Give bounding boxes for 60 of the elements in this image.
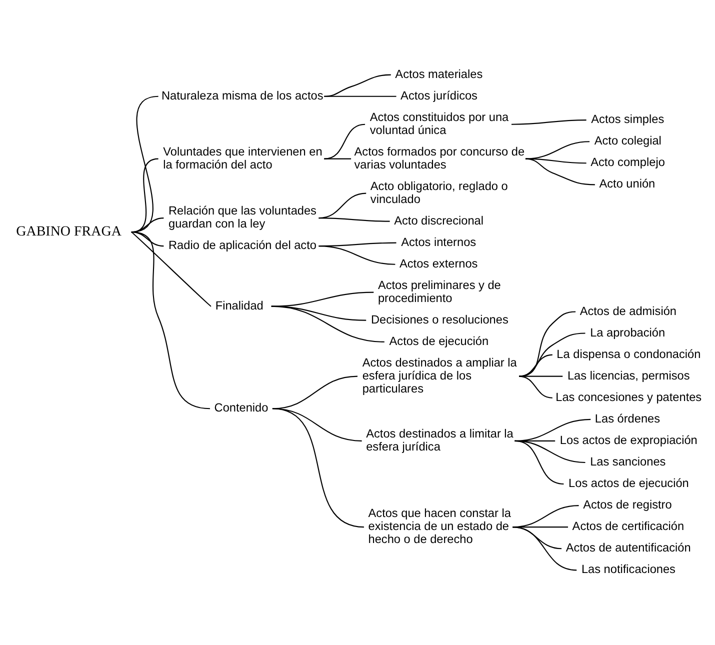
connector [131, 232, 164, 247]
connector [525, 158, 595, 186]
connector [518, 376, 552, 398]
node-text: Acto discrecional [394, 213, 484, 228]
connector [518, 354, 552, 377]
node-text: GABINO FRAGA [16, 224, 122, 240]
node-text: Acto unión [599, 176, 656, 191]
connector [324, 96, 396, 97]
node-text: Las licencias, permisos [567, 368, 690, 382]
connector [511, 120, 586, 125]
node-text: Las sanciones [590, 454, 666, 468]
connector [525, 141, 590, 160]
connector [318, 218, 390, 222]
node-text: Los actos de expropiación [560, 432, 698, 447]
connector [518, 332, 586, 377]
node-text: Las concesiones y patentes [556, 390, 702, 404]
node-text: Actos de certificación [572, 519, 684, 534]
node-text: Decisiones o resoluciones [370, 312, 508, 326]
node-text: Actos materiales [395, 66, 483, 81]
connector [318, 246, 396, 265]
node-text: Actos de ejecución [389, 334, 489, 348]
node-text: Actos preliminares y de procedimiento [378, 278, 501, 305]
node-text: Voluntades que intervienen en la formación del acto [163, 144, 322, 172]
node-text: La dispensa o condonación [556, 346, 701, 361]
node-text: Radio de aplicación del acto [168, 238, 316, 252]
connector [131, 232, 210, 410]
connector [324, 124, 366, 160]
connector [514, 440, 564, 485]
node-text: Los actos de ejecución [568, 476, 689, 490]
node-text: Las notificaciones [581, 562, 676, 576]
node-text: Actos de registro [583, 498, 672, 512]
node-text: Actos internos [401, 234, 476, 249]
connector [518, 311, 576, 377]
node-text: Actos constituidos por una voluntad única [370, 110, 509, 137]
node-text: Las órdenes [594, 411, 660, 426]
node-text: La aprobación [590, 325, 666, 340]
connector [272, 408, 362, 442]
node-text: Actos de admisión [580, 304, 677, 318]
node-text: Actos formados por concurso de varias voluntades [354, 144, 525, 172]
node-text: Actos de autentificación [566, 540, 691, 555]
node-text: Acto complejo [590, 155, 665, 170]
connector [271, 306, 384, 342]
connector [512, 526, 562, 550]
node-text: Actos destinados a ampliar la esfera jurídica de los particulares [362, 355, 517, 396]
connector [324, 74, 391, 97]
connector [131, 232, 212, 307]
node-text: Actos jurídicos [400, 88, 478, 102]
node-text: Finalidad [215, 298, 264, 312]
node-text: Naturaleza misma de los actos [162, 88, 324, 102]
node-text: Actos externos [399, 256, 478, 270]
node-text: Relación que las voluntades guardan con la ley [168, 204, 316, 231]
connector [512, 526, 577, 571]
connector [324, 158, 352, 160]
connector [272, 408, 364, 528]
node-text: Acto obligatorio, reglado o vinculado [370, 178, 508, 206]
node-text: Contenido [214, 400, 268, 415]
node-text: Actos simples [591, 112, 664, 126]
node-text: Actos que hacen constar la existencia de un estado de hecho o de derecho [368, 506, 511, 546]
node-text: Acto colegial [594, 134, 662, 148]
node-text: Actos destinados a limitar la esfera jurídica [366, 426, 514, 454]
